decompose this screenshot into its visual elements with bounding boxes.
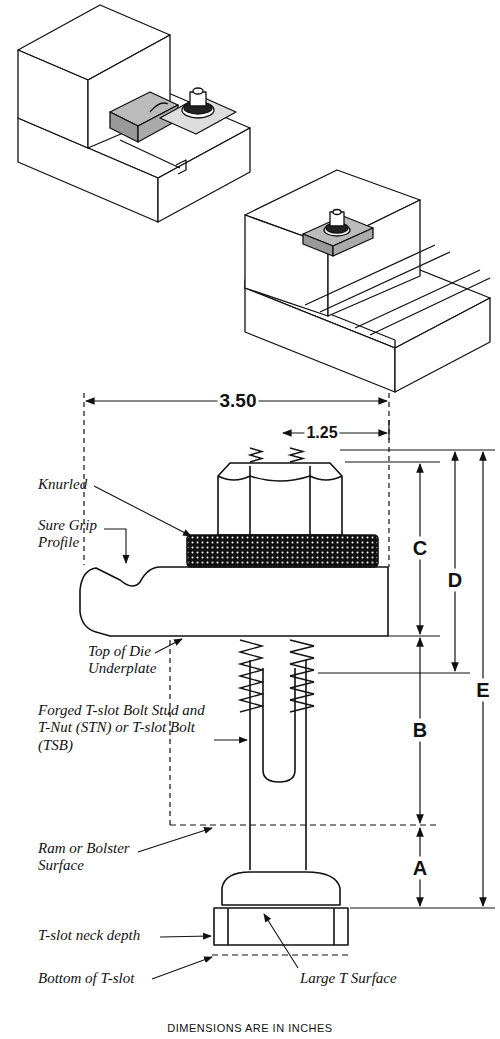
dimension-letter: D [446, 569, 464, 592]
part-label: Forged T-slot Bolt Stud and T-Nut (STN) … [38, 702, 210, 754]
dimension-value: 1.25 [304, 424, 339, 442]
dimension-lines [86, 401, 483, 906]
part-label: Sure Grip Profile [38, 517, 118, 552]
extension-lines [84, 393, 495, 955]
part-label: Knurled [38, 476, 87, 493]
iso-view-2 [245, 170, 490, 392]
part-label: Top of Die Underplate [88, 643, 188, 678]
dimension-letter: E [474, 679, 491, 702]
caption: DIMENSIONS ARE IN INCHES [167, 1022, 332, 1035]
part-label: T-slot neck depth [38, 927, 140, 944]
part-label: Ram or Bolster Surface [38, 840, 150, 875]
thread-strokes [290, 640, 314, 712]
dimension-value: 3.50 [218, 390, 259, 412]
thread-strokes [290, 448, 303, 462]
part-label: Large T Surface [300, 970, 397, 987]
dimension-letter: A [411, 857, 429, 880]
thread-strokes [240, 640, 262, 712]
thread-strokes [250, 448, 262, 462]
iso-view-1 [18, 5, 250, 222]
part-label: Bottom of T-slot [38, 970, 134, 987]
screw-threads [240, 448, 314, 712]
dimension-letter: C [411, 537, 429, 560]
dimension-letter: B [411, 719, 429, 742]
